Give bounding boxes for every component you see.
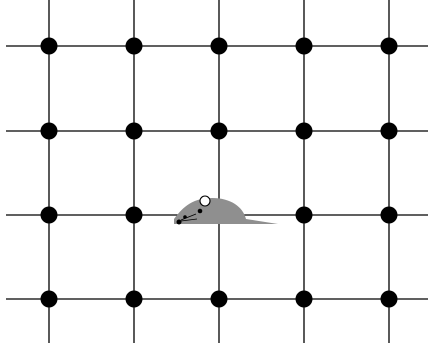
grid-node-r2-c2[interactable] (126, 123, 143, 140)
grid-node-r3-c4[interactable] (296, 207, 313, 224)
mouse-eye (198, 209, 203, 214)
grid-node-r4-c1[interactable] (41, 291, 58, 308)
mouse-icon[interactable] (174, 196, 278, 225)
grid-node-r1-c3[interactable] (211, 38, 228, 55)
grid-node-r3-c5[interactable] (381, 207, 398, 224)
grid-node-r1-c5[interactable] (381, 38, 398, 55)
grid-node-r2-c1[interactable] (41, 123, 58, 140)
mouse-ear (200, 196, 210, 206)
grid-node-r3-c1[interactable] (41, 207, 58, 224)
grid-node-r1-c1[interactable] (41, 38, 58, 55)
grid-node-r2-c4[interactable] (296, 123, 313, 140)
mouse-token[interactable] (174, 196, 278, 225)
grid-node-r1-c4[interactable] (296, 38, 313, 55)
grid-node-r4-c3[interactable] (211, 291, 228, 308)
mouse-nose (177, 220, 182, 225)
grid-node-r3-c2[interactable] (126, 207, 143, 224)
grid-node-r1-c2[interactable] (126, 38, 143, 55)
grid-node-r2-c3[interactable] (211, 123, 228, 140)
grid-node-r4-c4[interactable] (296, 291, 313, 308)
grid-node-r4-c5[interactable] (381, 291, 398, 308)
grid-node-r2-c5[interactable] (381, 123, 398, 140)
grid-node-r4-c2[interactable] (126, 291, 143, 308)
